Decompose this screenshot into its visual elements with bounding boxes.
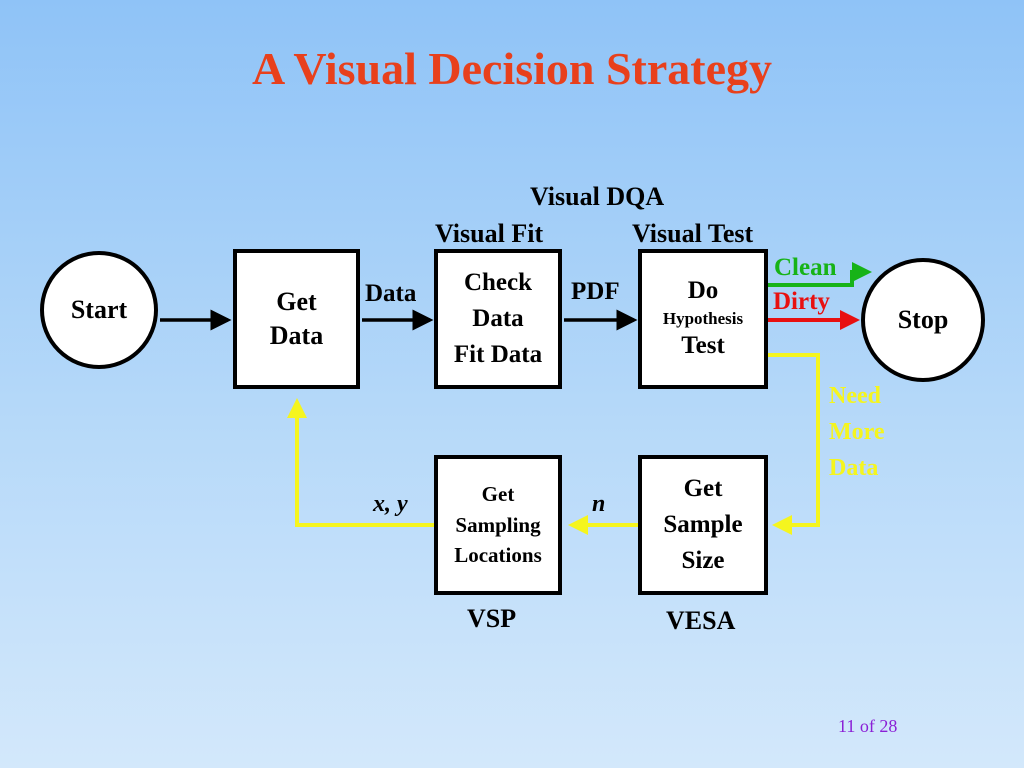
get-sampling-line-1: Get: [481, 482, 515, 507]
clean-label: Clean: [774, 254, 837, 281]
get-data-box: Get Data: [233, 249, 360, 389]
do-test-line-1: Do: [687, 277, 719, 305]
xy-edge-label: x, y: [373, 491, 408, 517]
do-test-box: Do Hypothesis Test: [638, 249, 768, 389]
do-test-line-3: Test: [681, 332, 725, 360]
get-sampling-box: Get Sampling Locations: [434, 455, 562, 595]
arrow-sampling-to-get-data: [287, 398, 434, 527]
page-title: A Visual Decision Strategy: [251, 43, 773, 94]
get-sampling-line-3: Locations: [454, 543, 542, 568]
stop-node: Stop: [861, 258, 985, 382]
arrow-need-more: [768, 353, 820, 535]
vesa-label: VESA: [666, 606, 736, 635]
check-data-line-1: Check: [463, 268, 533, 296]
pdf-edge-label: PDF: [571, 278, 620, 305]
check-data-box: Check Data Fit Data: [434, 249, 562, 389]
get-sample-size-box: Get Sample Size: [638, 455, 768, 595]
start-node: Start: [40, 251, 158, 369]
vsp-label: VSP: [467, 604, 517, 633]
get-sampling-line-2: Sampling: [455, 512, 541, 537]
data-line: Data: [829, 455, 879, 481]
get-sample-size-line-1: Get: [683, 474, 723, 502]
start-label: Start: [70, 295, 128, 324]
n-edge-label: n: [592, 491, 606, 517]
need-line: Need: [829, 383, 881, 409]
more-line: More: [829, 419, 885, 445]
visual-dqa-label: Visual DQA: [530, 182, 665, 211]
get-sample-size-line-2: Sample: [663, 510, 743, 538]
visual-fit-label: Visual Fit: [435, 219, 544, 248]
get-data-line-1: Get: [276, 287, 317, 317]
page-number: 11 of 28: [838, 716, 898, 736]
check-data-line-2: Data: [472, 304, 524, 332]
get-data-line-2: Data: [269, 321, 324, 350]
data-edge-label: Data: [365, 280, 417, 307]
stop-label: Stop: [897, 305, 949, 334]
get-sample-size-line-3: Size: [681, 547, 725, 575]
arrow-clean: [768, 262, 872, 287]
check-data-line-3: Fit Data: [453, 341, 543, 369]
dirty-label: Dirty: [773, 288, 830, 315]
do-test-line-2: Hypothesis: [662, 308, 744, 328]
visual-test-label: Visual Test: [632, 219, 754, 248]
need-more-data-label: Need More Data: [829, 378, 885, 486]
